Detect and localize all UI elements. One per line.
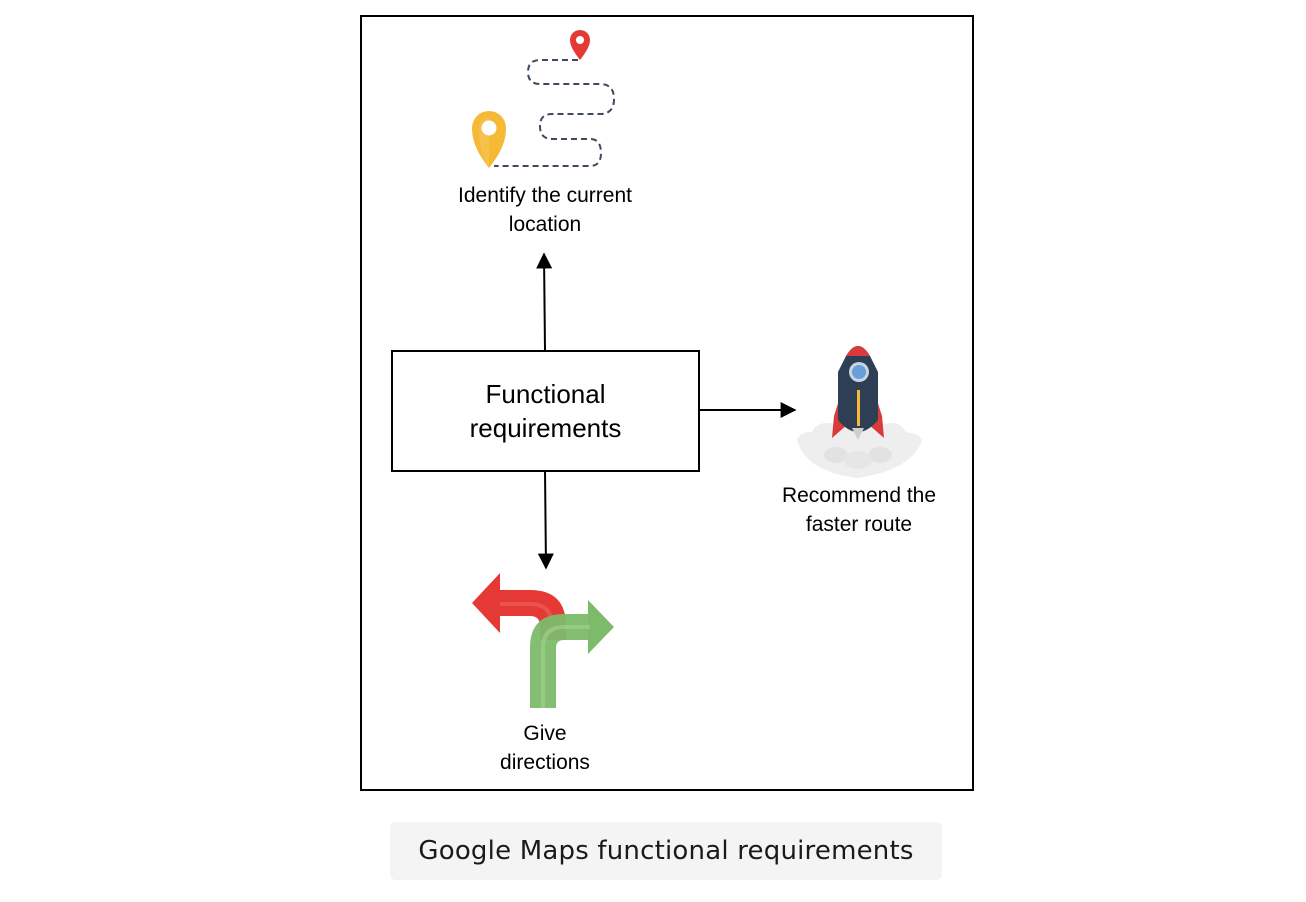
functional-requirements-node: Functional requirements <box>391 350 700 472</box>
yellow-pin-icon <box>472 111 506 168</box>
caption-box: Google Maps functional requirements <box>390 822 942 880</box>
red-pin-icon <box>570 30 590 60</box>
arrow-to-location <box>536 252 553 351</box>
turn-arrows-icon <box>472 573 614 708</box>
location-label-line2: location <box>508 213 582 236</box>
figure-caption: Google Maps functional requirements <box>418 836 914 866</box>
diagram-frame <box>360 15 974 791</box>
location-route-icon <box>472 30 616 168</box>
rocket-icon <box>797 346 922 478</box>
functional-requirements-label: Functional requirements <box>469 379 622 443</box>
route-label-line2: faster route <box>805 513 913 536</box>
route-label: Recommend the faster route <box>740 481 978 539</box>
green-right-arrow-icon <box>530 600 614 708</box>
arrow-to-directions <box>537 469 554 570</box>
directions-label-line2: directions <box>500 751 590 774</box>
cloud-icon <box>797 416 922 478</box>
dashed-route-icon <box>494 59 616 167</box>
route-label-line1: Recommend the <box>781 484 937 507</box>
location-label-line1: Identify the current <box>458 184 632 207</box>
directions-label-line1: Give <box>523 722 567 745</box>
directions-label: Give directions <box>455 719 635 777</box>
location-label: Identify the current location <box>420 181 670 239</box>
